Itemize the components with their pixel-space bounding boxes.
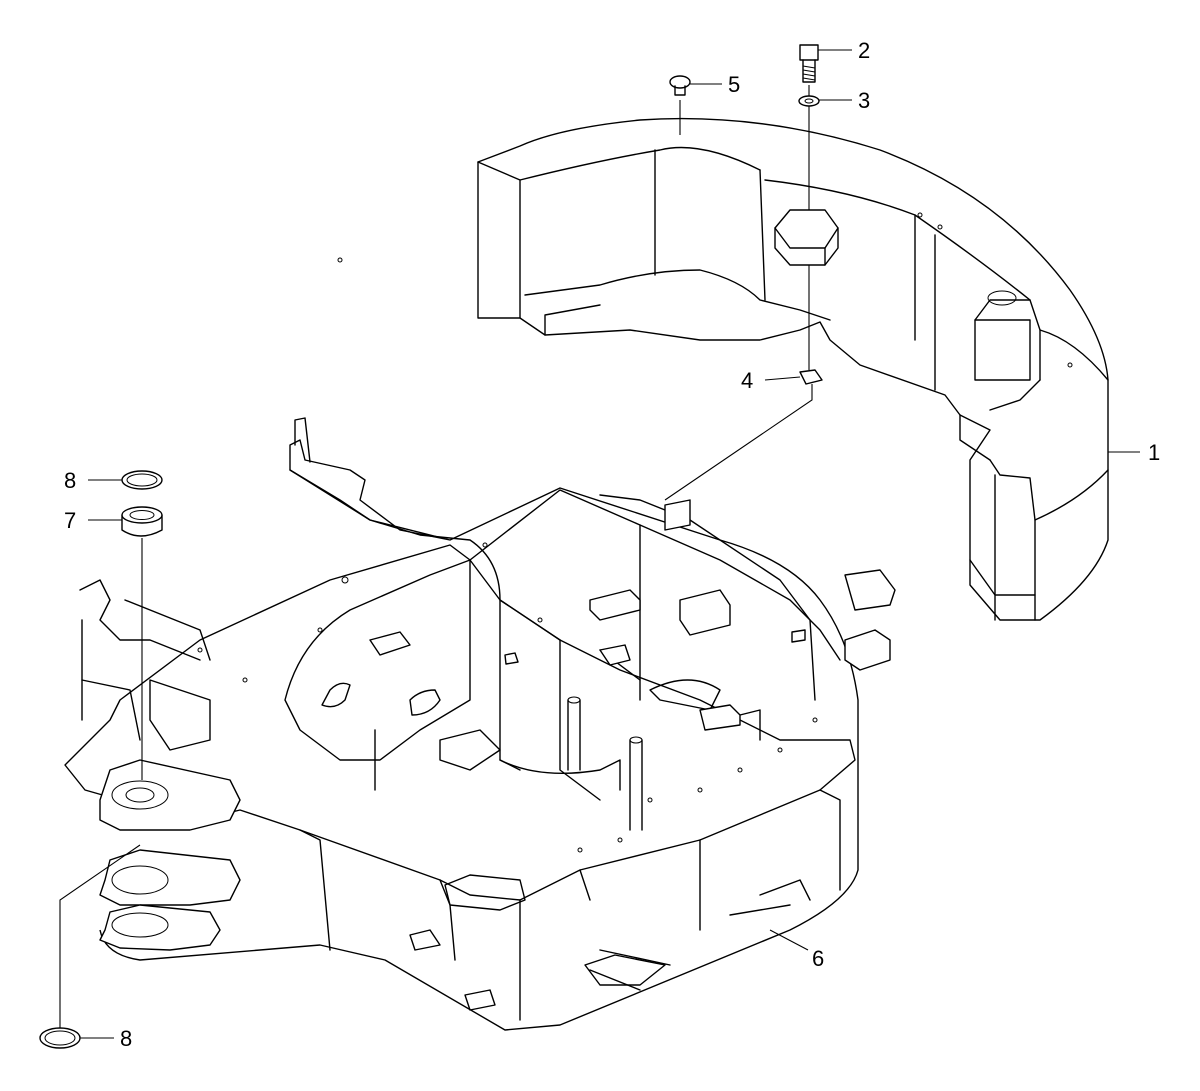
callout-1-label: 1 <box>1148 440 1160 465</box>
seal-ring-top-part <box>121 470 163 490</box>
counterweight-part <box>477 117 1109 621</box>
callout-3-label: 3 <box>858 88 870 113</box>
callout-4: 4 <box>741 368 801 393</box>
callout-8-top: 8 <box>64 468 122 493</box>
shim-plate-part <box>799 369 823 385</box>
callout-8-top-label: 8 <box>64 468 76 493</box>
callout-1: 1 <box>1108 440 1160 465</box>
callout-6: 6 <box>769 929 824 971</box>
callout-3: 3 <box>819 88 870 113</box>
callout-7: 7 <box>64 508 122 533</box>
callout-7-label: 7 <box>64 508 76 533</box>
callout-8-bottom: 8 <box>80 1026 132 1051</box>
callout-2: 2 <box>818 38 870 63</box>
callout-2-label: 2 <box>858 38 870 63</box>
washer-part <box>798 95 820 107</box>
callout-5-label: 5 <box>728 72 740 97</box>
upper-frame-part <box>64 257 896 1031</box>
callout-8-bottom-label: 8 <box>120 1026 132 1051</box>
callout-5: 5 <box>690 72 740 97</box>
callout-4-label: 4 <box>741 368 753 393</box>
callout-6-label: 6 <box>812 946 824 971</box>
seal-ring-bottom-part <box>39 1027 81 1049</box>
bolt-part <box>799 44 819 83</box>
bushing-part <box>121 506 163 537</box>
assembly-lines <box>59 85 813 1028</box>
plug-part <box>669 75 691 96</box>
